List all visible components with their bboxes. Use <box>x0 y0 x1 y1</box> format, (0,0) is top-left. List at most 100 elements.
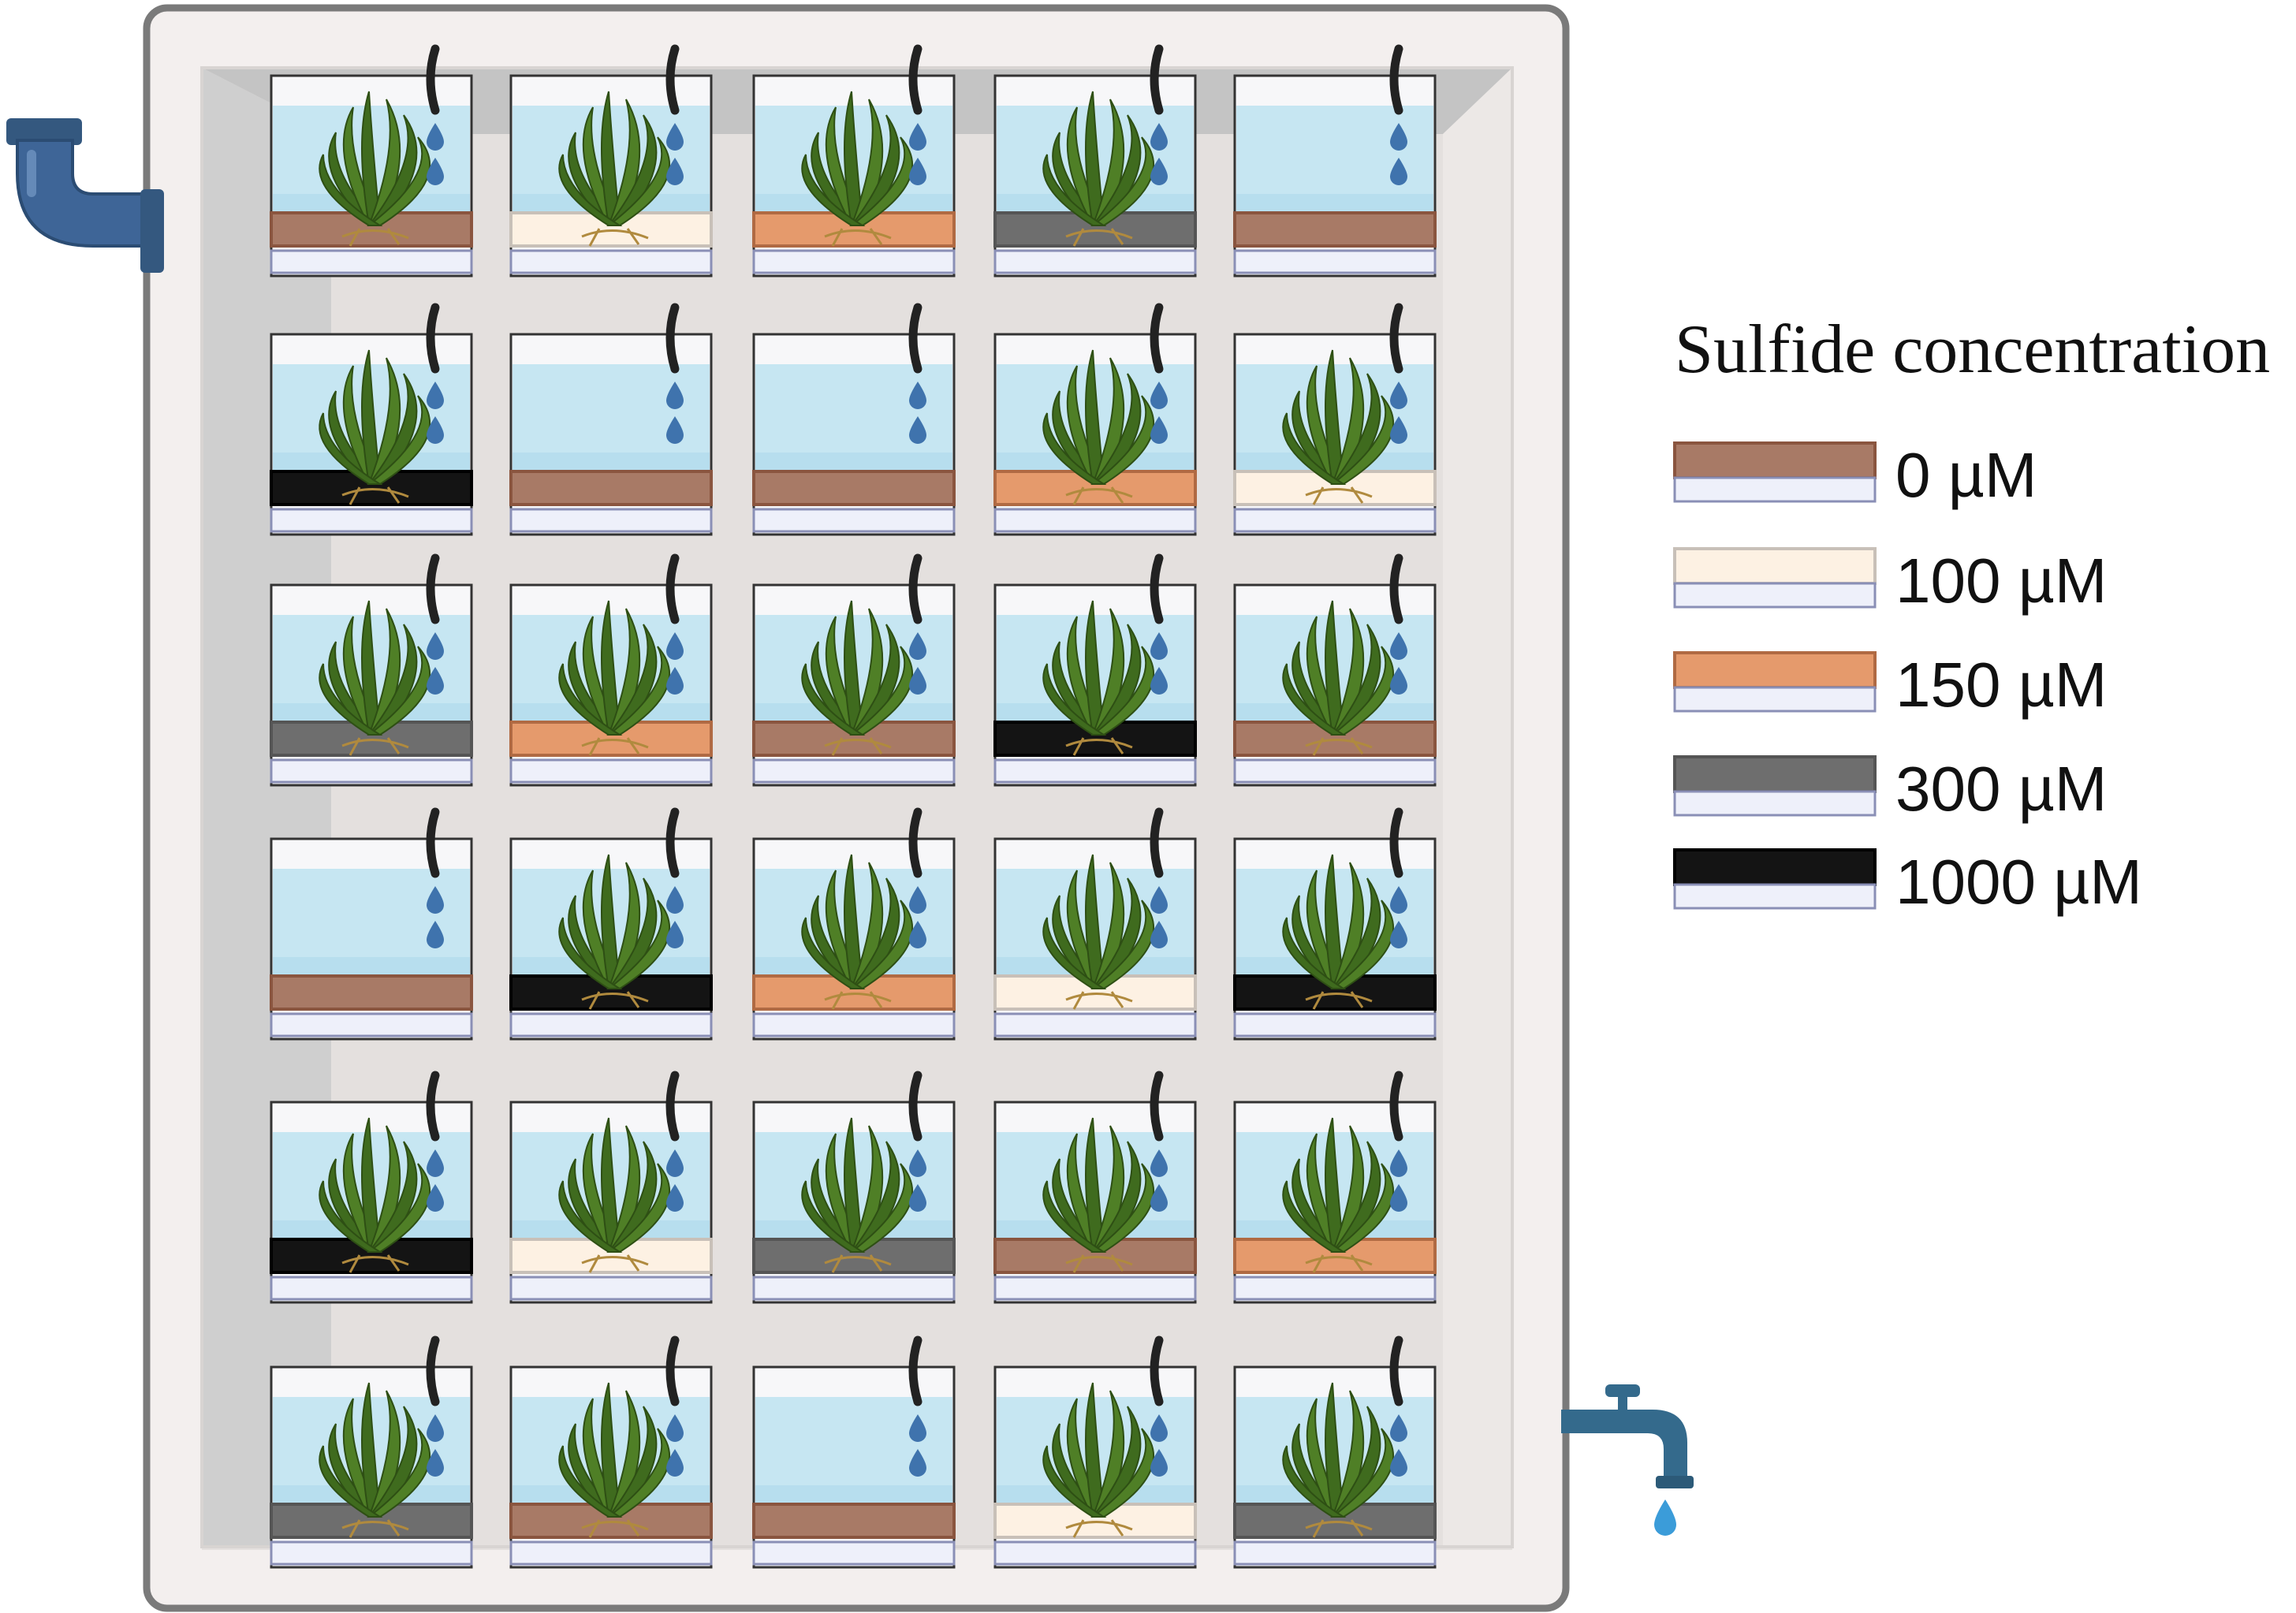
water-drop-icon <box>1390 1184 1407 1212</box>
sediment-container-base <box>993 758 1197 784</box>
aquarium <box>1233 807 1437 1041</box>
water-drop-icon <box>1150 667 1168 695</box>
aquarium <box>993 553 1197 787</box>
water-drop-icon <box>1390 123 1407 151</box>
faucet-drop-icon <box>1654 1499 1676 1536</box>
sediment-container-base <box>993 508 1197 533</box>
drip-tube-icon <box>665 553 680 624</box>
water-drop-icon <box>909 1149 926 1177</box>
sediment-container-base <box>1233 249 1437 274</box>
drip-tube-icon <box>665 807 680 878</box>
seagrass-icon <box>558 854 671 1010</box>
legend-title: Sulfide concentration <box>1675 311 2270 388</box>
drip-tube-icon <box>1150 1071 1164 1142</box>
sediment-container-base <box>509 1276 713 1301</box>
seagrass-roots <box>1305 991 1373 1010</box>
sediment-layer <box>1233 211 1437 248</box>
water-drop-icon <box>427 382 444 409</box>
legend-swatch-base <box>1673 790 1877 817</box>
aquarium <box>1233 303 1437 536</box>
drip-tube-icon <box>908 553 922 624</box>
water-drop-icon <box>427 667 444 695</box>
seagrass-icon <box>801 854 914 1010</box>
legend-swatch <box>1673 441 1877 479</box>
drip-tube-icon <box>908 1335 922 1406</box>
faucet-spout <box>1561 1410 1687 1482</box>
aquaria-grid <box>270 44 1437 1569</box>
sediment-container-base <box>509 508 713 533</box>
water-drop-icon <box>427 158 444 185</box>
aquarium <box>752 1335 956 1569</box>
water-drop-icon <box>1150 1149 1168 1177</box>
seagrass-roots <box>824 1254 892 1273</box>
drip-tube-icon <box>1389 807 1403 878</box>
tank-right-wall <box>1443 68 1512 1547</box>
faucet-nozzle <box>1656 1476 1694 1488</box>
legend-item: 100 µM <box>1673 546 2107 616</box>
legend-swatch <box>1673 848 1877 886</box>
drip-tube-icon <box>908 303 922 374</box>
legend-item: 300 µM <box>1673 754 2107 824</box>
sediment-container-base <box>993 1012 1197 1037</box>
water-drop-icon <box>1150 1184 1168 1212</box>
seagrass-roots <box>1065 1519 1133 1538</box>
water-drop-icon <box>909 1184 926 1212</box>
faucet-handle <box>1605 1384 1640 1397</box>
aquarium <box>509 1335 713 1569</box>
water-drop-icon <box>666 416 684 444</box>
water-drop-icon <box>1150 123 1168 151</box>
water-drop-icon <box>1390 1414 1407 1442</box>
drip-tube-icon <box>1389 1335 1403 1406</box>
seagrass-roots <box>341 486 409 505</box>
water-drop-icon <box>666 886 684 914</box>
seagrass-roots <box>1065 737 1133 756</box>
water-drop-icon <box>427 1414 444 1442</box>
water-drop-icon <box>909 158 926 185</box>
water-drop-icon <box>427 416 444 444</box>
tank-left-wall <box>202 68 331 1547</box>
water-drop-icon <box>1390 1149 1407 1177</box>
sediment-container-base <box>993 1540 1197 1566</box>
legend-label: 1000 µM <box>1895 847 2142 917</box>
pipe-collar-top <box>6 118 82 145</box>
drip-tube-icon <box>665 44 680 115</box>
sediment-container-base <box>993 249 1197 274</box>
drip-tube-icon <box>908 1071 922 1142</box>
drip-tube-icon <box>665 303 680 374</box>
sediment-container-base <box>270 249 473 274</box>
water-drop-icon <box>1390 416 1407 444</box>
inlet-pipe-icon <box>6 118 164 273</box>
aquarium <box>1233 1071 1437 1304</box>
sediment-container-base <box>270 758 473 784</box>
seagrass-roots <box>1065 1254 1133 1273</box>
seagrass-icon <box>801 1117 914 1273</box>
seagrass-icon <box>1282 349 1395 505</box>
aquarium <box>509 1071 713 1304</box>
sediment-container-base <box>752 508 956 533</box>
aquarium <box>509 807 713 1041</box>
pipe-collar-side <box>140 189 164 273</box>
sediment-container-base <box>270 1012 473 1037</box>
pipe-elbow <box>16 139 151 248</box>
sediment-container-base <box>509 249 713 274</box>
aquarium <box>509 553 713 787</box>
water-drop-icon <box>666 1449 684 1477</box>
seagrass-icon <box>319 349 431 505</box>
aquarium <box>993 1335 1197 1569</box>
seagrass-roots <box>1305 1254 1373 1273</box>
sediment-layer <box>270 974 473 1011</box>
aquarium <box>270 44 473 278</box>
pipe-highlight <box>27 150 36 197</box>
aquarium <box>752 553 956 787</box>
water-drop-icon <box>909 632 926 660</box>
water-drop-icon <box>1150 1414 1168 1442</box>
aquarium <box>1233 553 1437 787</box>
sediment-container-base <box>752 1540 956 1566</box>
sediment-container-base <box>1233 1276 1437 1301</box>
water-drop-icon <box>1150 921 1168 948</box>
legend-label: 150 µM <box>1895 650 2107 720</box>
seagrass-icon <box>1042 349 1155 505</box>
water-drop-icon <box>1150 382 1168 409</box>
seagrass-roots <box>341 228 409 247</box>
water-drop-icon <box>427 1149 444 1177</box>
